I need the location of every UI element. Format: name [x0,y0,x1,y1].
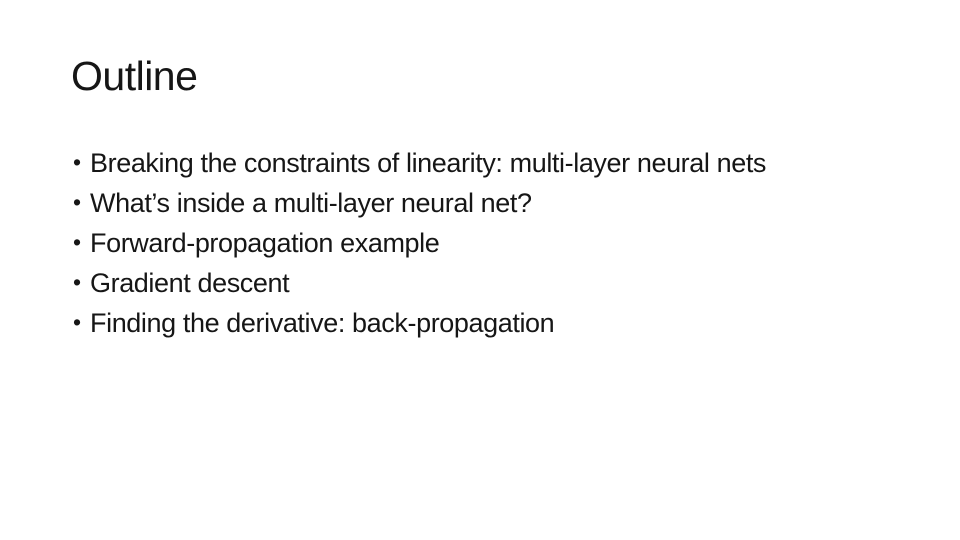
slide-title: Outline [71,53,198,99]
bullet-text: Breaking the constraints of linearity: m… [90,148,767,178]
list-item: • Forward-propagation example [0,223,766,263]
bullet-icon: • [72,309,82,335]
bullet-text: What’s inside a multi-layer neural net? [90,188,532,218]
bullet-icon: • [72,269,82,295]
bullet-list: • Breaking the constraints of linearity: … [0,143,766,343]
bullet-icon: • [72,149,82,175]
list-item: • Finding the derivative: back-propagatio… [0,303,766,343]
bullet-text: Finding the derivative: back-propagation [90,308,555,338]
list-item: • Gradient descent [0,263,766,303]
bullet-icon: • [72,189,82,215]
list-item: • What’s inside a multi-layer neural net? [0,183,766,223]
bullet-text: Gradient descent [90,268,290,298]
list-item: • Breaking the constraints of linearity: … [0,143,766,183]
bullet-icon: • [72,229,82,255]
bullet-text: Forward-propagation example [90,228,440,258]
